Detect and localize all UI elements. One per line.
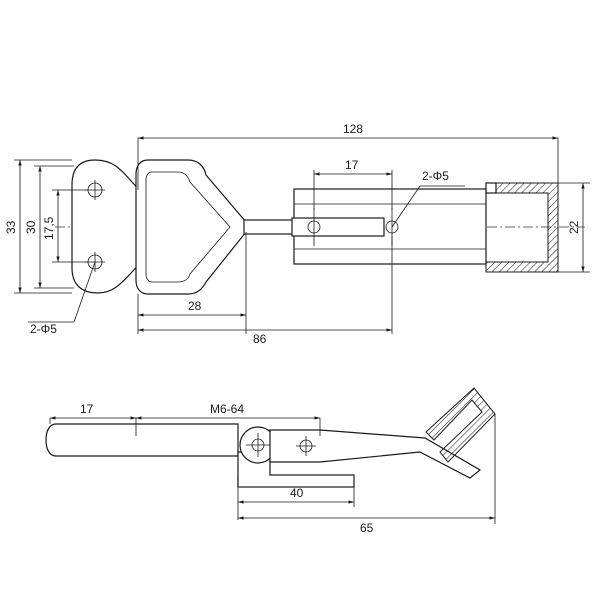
label-holes-left: 2-Φ5 [30,322,57,336]
dim-128: 128 [343,122,363,136]
hook-lip-top [485,182,497,194]
hook-section [485,182,559,273]
base-plate [71,159,151,294]
dim-33: 33 [4,220,18,234]
connecting-rod [243,219,297,235]
dim-86: 86 [253,332,267,346]
dim-28: 28 [188,299,202,313]
side-view: 17 M6-64 40 65 [45,387,496,535]
latch-plate [293,188,487,265]
side-dim-65: 65 [360,521,374,535]
side-dim-40: 40 [290,486,304,500]
label-thread: M6-64 [210,402,244,416]
side-handle [45,423,239,457]
dim-30: 30 [24,220,38,234]
top-view: 128 17 2-Φ5 33 30 17,5 2-Φ5 28 [4,122,590,346]
latch-slot [291,217,385,237]
dim-17-5: 17,5 [42,216,56,240]
side-link [269,429,482,479]
label-holes-right: 2-Φ5 [422,169,449,183]
dim-22: 22 [567,220,581,234]
triangle-handle-inner [145,171,231,283]
triangle-handle [135,159,247,295]
side-hook [425,387,496,463]
dim-17-right: 17 [345,158,359,172]
side-dim-17: 17 [80,402,94,416]
